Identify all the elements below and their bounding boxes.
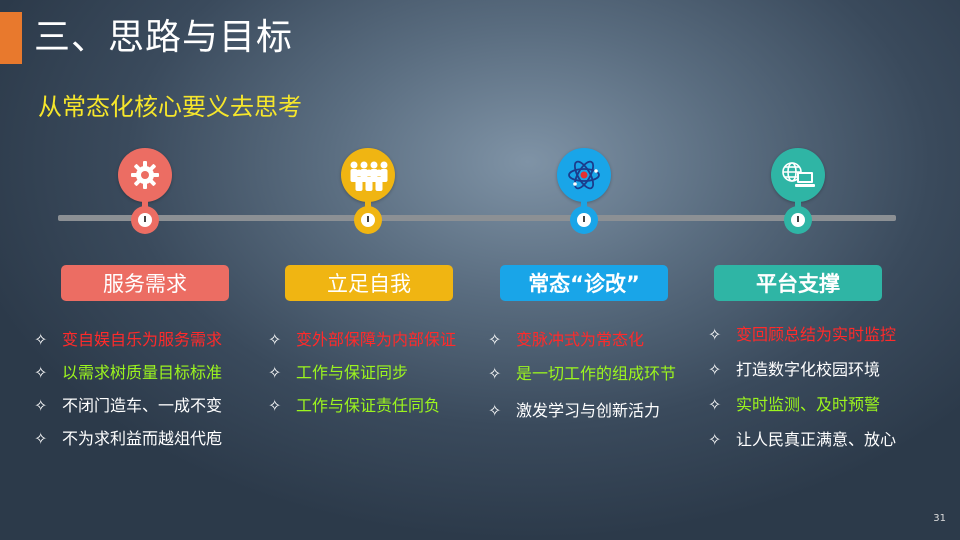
people-icon — [341, 148, 395, 202]
list-item: ✧以需求树质量目标标准 — [34, 363, 223, 382]
list-item: ✧激发学习与创新活力 — [488, 401, 661, 420]
list-item: ✧是一切工作的组成环节 — [488, 364, 677, 383]
column-label-service: 服务需求 — [61, 265, 229, 301]
bullet-list-diagnosis: ✧变脉冲式为常态化 ✧是一切工作的组成环节 ✧激发学习与创新活力 — [488, 330, 703, 434]
column-label-self: 立足自我 — [285, 265, 453, 301]
page-number: 31 — [933, 513, 946, 524]
title-accent-bar — [0, 12, 22, 64]
list-item: ✧工作与保证责任同负 — [268, 396, 441, 415]
bullet-list-service: ✧变自娱自乐为服务需求 ✧以需求树质量目标标准 ✧不闭门造车、一成不变 ✧不为求… — [34, 330, 264, 462]
list-item: ✧变脉冲式为常态化 — [488, 330, 645, 349]
list-item: ✧实时监测、及时预警 — [708, 395, 881, 414]
timeline-line — [58, 215, 896, 221]
timeline-pin — [784, 206, 812, 234]
list-item: ✧不闭门造车、一成不变 — [34, 396, 223, 415]
list-item: ✧变回顾总结为实时监控 — [708, 325, 897, 344]
list-item: ✧变自娱自乐为服务需求 — [34, 330, 223, 349]
slide-subtitle: 从常态化核心要义去思考 — [38, 93, 302, 121]
timeline-pin — [570, 206, 598, 234]
atom-icon — [557, 148, 611, 202]
timeline-pin — [354, 206, 382, 234]
column-label-platform: 平台支撑 — [714, 265, 882, 301]
globe-computer-icon — [771, 148, 825, 202]
slide-title: 三、思路与目标 — [34, 17, 294, 58]
list-item: ✧打造数字化校园环境 — [708, 360, 881, 379]
bullet-list-self: ✧变外部保障为内部保证 ✧工作与保证同步 ✧工作与保证责任同负 — [268, 330, 493, 429]
list-item: ✧不为求利益而越俎代庖 — [34, 429, 223, 448]
gear-icon — [118, 148, 172, 202]
list-item: ✧工作与保证同步 — [268, 363, 409, 382]
timeline-pin — [131, 206, 159, 234]
column-label-diagnosis: 常态“诊改” — [500, 265, 668, 301]
list-item: ✧让人民真正满意、放心 — [708, 430, 897, 449]
bullet-list-platform: ✧变回顾总结为实时监控 ✧打造数字化校园环境 ✧实时监测、及时预警 ✧让人民真正… — [708, 324, 938, 464]
list-item: ✧变外部保障为内部保证 — [268, 330, 457, 349]
